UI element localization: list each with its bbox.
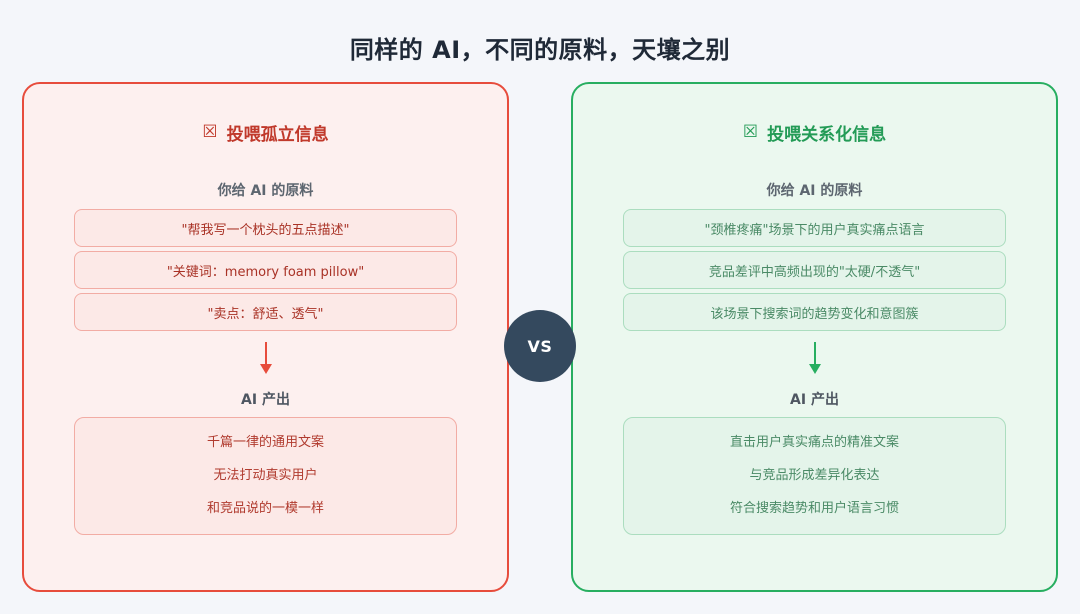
panel-isolated-info: ☒ 投喂孤立信息 你给 AI 的原料 "帮我写一个枕头的五点描述" "关键词：m… bbox=[22, 82, 509, 592]
right-down-arrow-icon bbox=[807, 341, 823, 375]
right-output-section-label: AI 产出 bbox=[790, 392, 839, 408]
panel-isolated-header-label: 投喂孤立信息 bbox=[226, 124, 329, 145]
left-output-line: 和竞品说的一模一样 bbox=[206, 501, 324, 516]
right-output-line: 符合搜索趋势和用户语言习惯 bbox=[729, 501, 899, 516]
right-input-item: 竞品差评中高频出现的"太硬/不透气" bbox=[623, 251, 1006, 289]
left-output-line: 千篇一律的通用文案 bbox=[206, 435, 324, 450]
right-output-line: 直击用户真实痛点的精准文案 bbox=[729, 435, 899, 450]
panel-relational-header: ☒ 投喂关系化信息 bbox=[742, 120, 887, 145]
crossed-box-icon: ☒ bbox=[202, 121, 218, 142]
left-input-item: "关键词：memory foam pillow" bbox=[74, 251, 457, 289]
panel-relational-info: ☒ 投喂关系化信息 你给 AI 的原料 "颈椎疼痛"场景下的用户真实痛点语言 竞… bbox=[571, 82, 1058, 592]
panel-isolated-header: ☒ 投喂孤立信息 bbox=[202, 120, 329, 145]
vs-badge: VS bbox=[504, 310, 576, 382]
left-output-section-label: AI 产出 bbox=[241, 392, 290, 408]
left-input-section-label: 你给 AI 的原料 bbox=[217, 183, 314, 199]
left-input-list: "帮我写一个枕头的五点描述" "关键词：memory foam pillow" … bbox=[74, 209, 457, 331]
right-input-section-label: 你给 AI 的原料 bbox=[766, 183, 863, 199]
left-output-line: 无法打动真实用户 bbox=[213, 468, 318, 483]
left-down-arrow-icon bbox=[258, 341, 274, 375]
left-input-item: "卖点：舒适、透气" bbox=[74, 293, 457, 331]
right-input-list: "颈椎疼痛"场景下的用户真实痛点语言 竞品差评中高频出现的"太硬/不透气" 该场… bbox=[623, 209, 1006, 331]
left-output-box: 千篇一律的通用文案 无法打动真实用户 和竞品说的一模一样 bbox=[74, 417, 457, 535]
right-output-box: 直击用户真实痛点的精准文案 与竞品形成差异化表达 符合搜索趋势和用户语言习惯 bbox=[623, 417, 1006, 535]
page-title: 同样的 AI，不同的原料，天壤之别 bbox=[349, 36, 731, 64]
right-input-item: 该场景下搜索词的趋势变化和意图簇 bbox=[623, 293, 1006, 331]
crossed-box-icon: ☒ bbox=[742, 121, 759, 142]
right-output-line: 与竞品形成差异化表达 bbox=[749, 468, 880, 483]
panel-relational-header-label: 投喂关系化信息 bbox=[767, 124, 887, 145]
right-input-item: "颈椎疼痛"场景下的用户真实痛点语言 bbox=[623, 209, 1006, 247]
left-input-item: "帮我写一个枕头的五点描述" bbox=[74, 209, 457, 247]
